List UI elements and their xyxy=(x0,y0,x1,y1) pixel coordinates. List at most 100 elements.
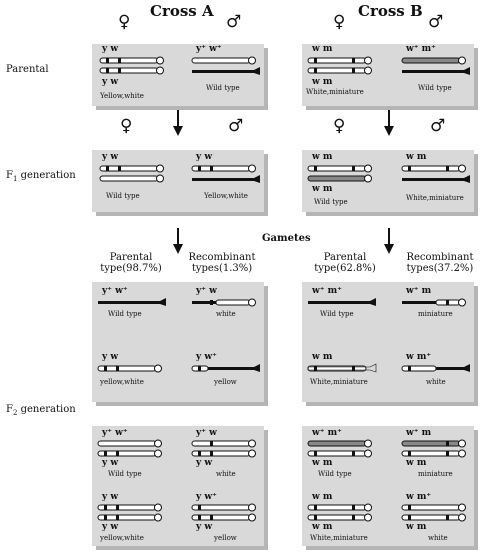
caption: miniature xyxy=(418,470,453,478)
gene-label: y⁺ w⁺ xyxy=(102,286,128,296)
gene-label: w⁺ m xyxy=(406,428,432,438)
caption: White,miniature xyxy=(310,534,368,542)
chromosome-pair xyxy=(191,56,260,75)
caption: white xyxy=(426,378,446,386)
header-b-parental: Parental type(62.8%) xyxy=(314,252,376,274)
caption: Wild type xyxy=(108,310,142,318)
female-icon: ♀ xyxy=(333,116,346,136)
gene-label: w m xyxy=(312,492,333,502)
cross-a-f2-panel: y⁺ w⁺ y w Wild type y⁺ w y w white y w y… xyxy=(92,426,264,546)
caption: white xyxy=(216,310,236,318)
header-a-recombinant: Recombinant types(1.3%) xyxy=(188,252,256,274)
down-arrow-icon xyxy=(173,228,183,254)
male-icon: ♂ xyxy=(430,116,446,136)
gene-label: y w⁺ xyxy=(196,492,217,502)
cross-b-title: Cross B xyxy=(358,2,423,20)
chromosome-pair xyxy=(401,164,470,183)
caption: Yellow,white xyxy=(204,192,248,200)
chromosome xyxy=(308,298,376,306)
gene-label: y w xyxy=(102,352,119,362)
cross-b-f1-panel: w m w m Wild type w m White,miniature xyxy=(302,150,474,212)
chromosome xyxy=(401,364,470,372)
chromosome xyxy=(97,364,162,373)
caption: Wild type xyxy=(418,84,452,92)
caption: yellow,white xyxy=(100,534,144,542)
cross-a-parental-panel: y w y w Yellow,white y⁺ w⁺ Wild type xyxy=(92,44,264,106)
row-label-f2: F2 generation xyxy=(6,404,76,417)
chromosome-pair xyxy=(307,439,372,458)
gene-label: w m xyxy=(406,458,427,468)
chromosome xyxy=(307,363,377,373)
gene-label: y w xyxy=(196,522,213,532)
chromosome-pair xyxy=(191,164,260,183)
male-icon: ♂ xyxy=(226,12,242,32)
caption: miniature xyxy=(418,310,453,318)
caption: white xyxy=(428,534,448,542)
down-arrow-icon xyxy=(384,110,394,136)
chromosome-pair xyxy=(191,503,256,522)
row-label-f1: F1 generation xyxy=(6,170,76,183)
gene-label: w⁺ m⁺ xyxy=(312,286,342,296)
chromosome xyxy=(191,364,260,372)
cross-b-gametes-panel: w⁺ m⁺ Wild type w⁺ m miniature w m White… xyxy=(302,282,474,402)
caption: yellow xyxy=(214,378,237,386)
gene-label: w⁺ m xyxy=(406,286,432,296)
male-icon: ♂ xyxy=(228,116,244,136)
gene-label: y⁺ w⁺ xyxy=(196,44,222,54)
gene-label: y w xyxy=(102,458,119,468)
gene-label: w m xyxy=(312,184,333,194)
caption: Wild type xyxy=(206,84,240,92)
chromosome xyxy=(402,298,466,307)
cross-a-gametes-panel: y⁺ w⁺ Wild type y⁺ w white y w yellow,wh… xyxy=(92,282,264,402)
down-arrow-icon xyxy=(173,110,183,136)
caption: Wild type xyxy=(318,470,352,478)
gene-label: w⁺ m⁺ xyxy=(312,428,342,438)
gene-label: w m xyxy=(312,352,333,362)
chromosome-pair xyxy=(307,164,372,183)
gene-label: y w⁺ xyxy=(196,352,217,362)
caption: yellow,white xyxy=(100,378,144,386)
chromosome xyxy=(192,298,256,307)
female-icon: ♀ xyxy=(333,12,346,32)
cross-a-title: Cross A xyxy=(150,2,214,20)
cross-b-parental-panel: w m w m White,miniature w⁺ m⁺ Wild type xyxy=(302,44,474,106)
gametes-label: Gametes xyxy=(262,233,311,244)
caption: Wild type xyxy=(320,310,354,318)
chromosome-pair xyxy=(307,503,372,522)
gene-label: y w xyxy=(196,458,213,468)
chromosome-pair xyxy=(99,56,164,75)
row-label-parental: Parental xyxy=(6,64,49,75)
caption: yellow xyxy=(214,534,237,542)
gene-label: y⁺ w xyxy=(196,428,217,438)
cross-a-f1-panel: y w Wild type y w Yellow,white xyxy=(92,150,264,212)
gene-label: w m xyxy=(406,152,427,162)
caption: Wild type xyxy=(108,470,142,478)
header-a-parental: Parental type(98.7%) xyxy=(100,252,162,274)
gene-label: y w xyxy=(102,492,119,502)
gene-label: y⁺ w⁺ xyxy=(102,428,128,438)
female-icon: ♀ xyxy=(118,12,131,32)
gene-label: y w xyxy=(102,522,119,532)
header-b-recombinant: Recombinant types(37.2%) xyxy=(406,252,474,274)
chromosome-pair xyxy=(191,439,256,458)
gene-label: w m⁺ xyxy=(406,352,432,362)
gene-label: y w xyxy=(102,152,119,162)
chromosome-pair xyxy=(97,503,162,522)
gene-label: w⁺ m⁺ xyxy=(406,44,436,54)
chromosome-pair xyxy=(401,56,470,75)
caption: Wild type xyxy=(314,198,348,206)
male-icon: ♂ xyxy=(428,12,444,32)
cross-b-f2-panel: w⁺ m⁺ w m Wild type w⁺ m w m miniature w… xyxy=(302,426,474,546)
chromosome-pair xyxy=(307,56,372,75)
chromosome-pair xyxy=(401,503,466,522)
gene-label: w m⁺ xyxy=(406,492,432,502)
gene-label: w m xyxy=(312,152,333,162)
gene-label: w m xyxy=(312,458,333,468)
chromosome-pair xyxy=(401,439,466,458)
chromosome xyxy=(98,298,166,306)
caption: white xyxy=(216,470,236,478)
gene-label: y w xyxy=(102,44,119,54)
caption: Wild type xyxy=(106,192,140,200)
gene-label: w m xyxy=(406,522,427,532)
chromosome-pair xyxy=(97,439,162,458)
